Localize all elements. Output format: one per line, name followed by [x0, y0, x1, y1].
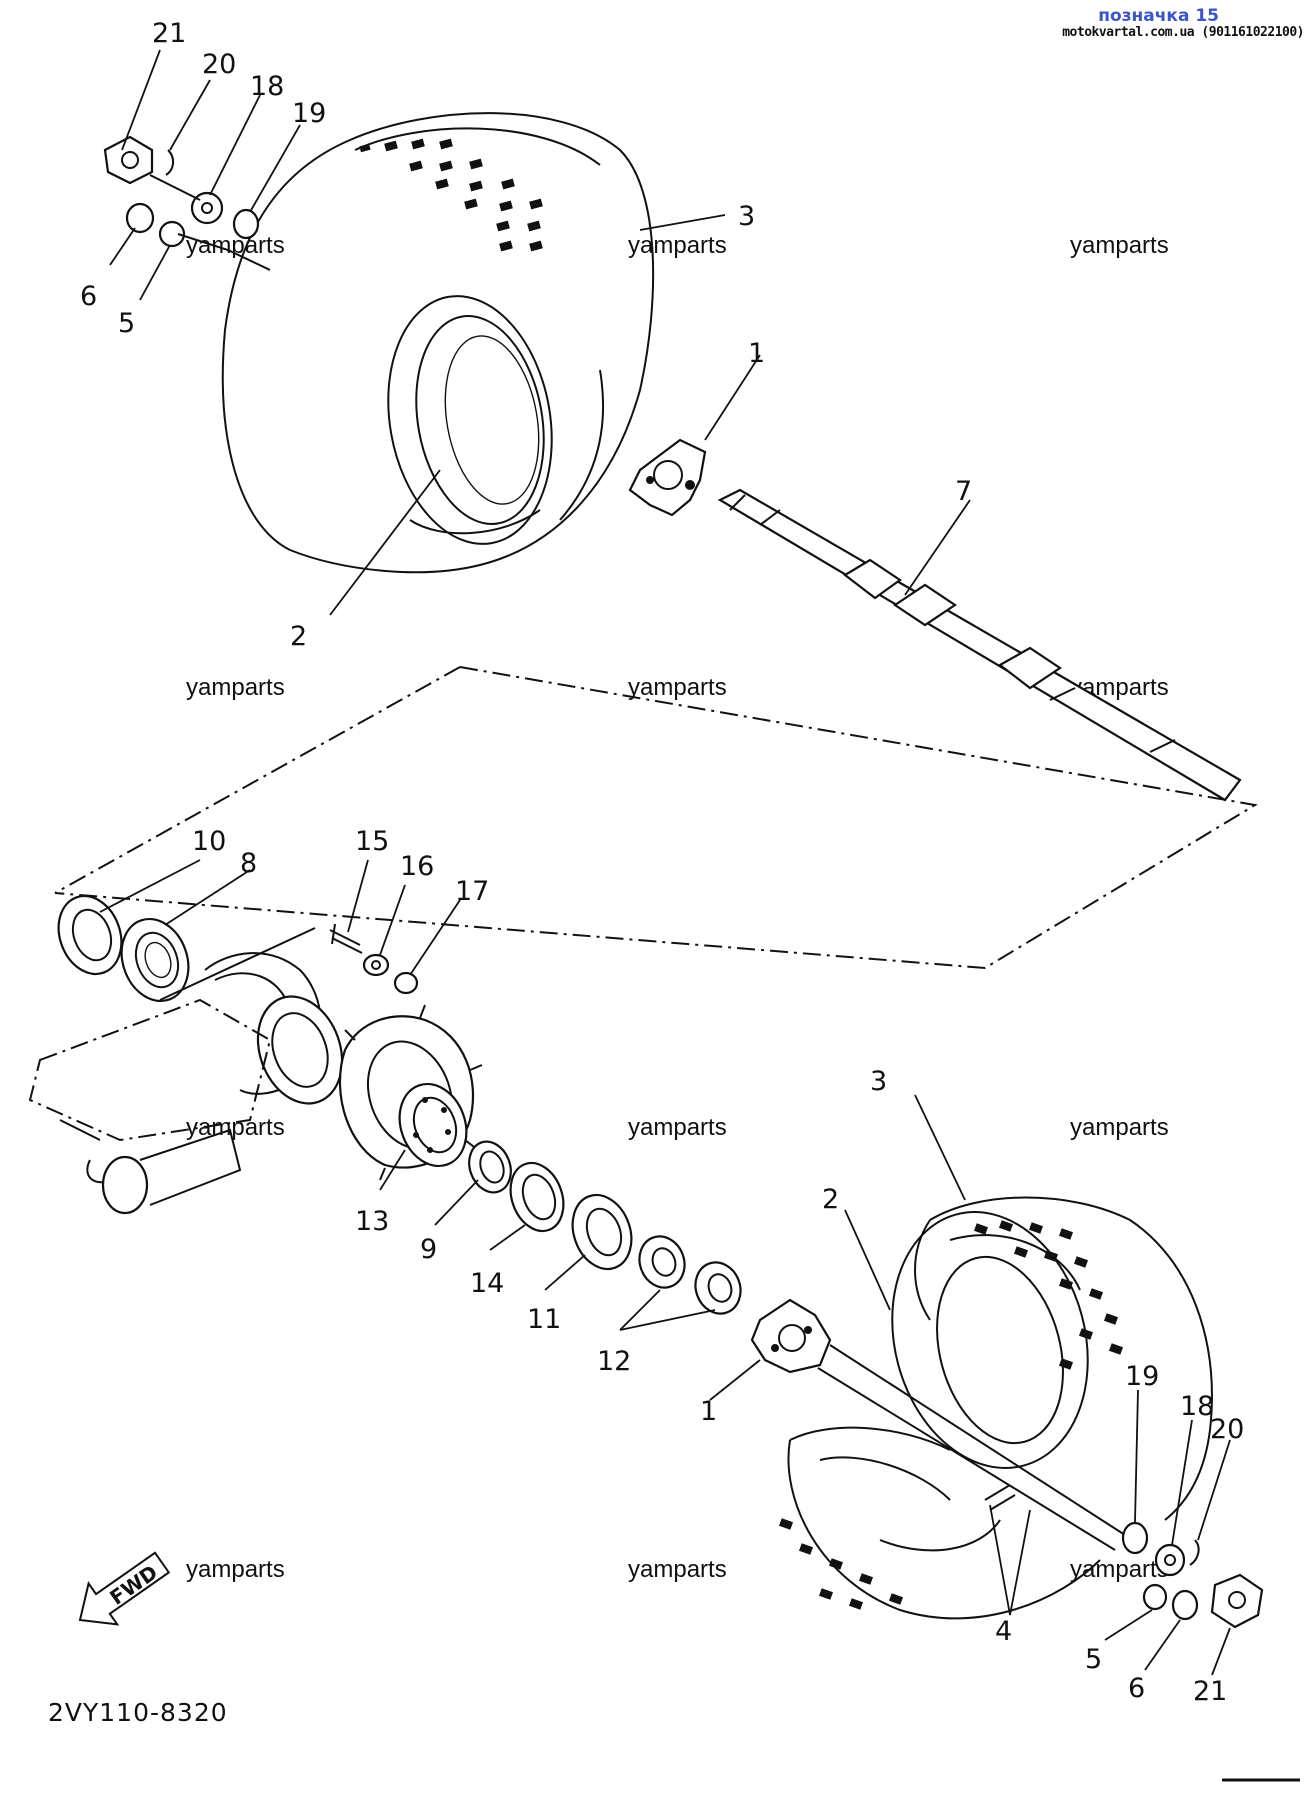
callout: 11: [527, 1304, 561, 1335]
callout: 10: [192, 826, 226, 857]
callout: 9: [420, 1234, 437, 1265]
callout: 20: [202, 49, 236, 80]
callout: 7: [955, 476, 972, 507]
callout: 6: [1128, 1673, 1145, 1704]
callout: 1: [748, 338, 765, 369]
callout: 20: [1210, 1414, 1244, 1445]
callout: 4: [995, 1616, 1012, 1647]
watermark: yamparts: [628, 1556, 727, 1583]
forward-arrow-icon: FWD: [78, 1551, 171, 1626]
callout: 19: [292, 98, 326, 129]
callout: 14: [470, 1268, 504, 1299]
callout: 5: [1085, 1644, 1102, 1675]
callout: 6: [80, 281, 97, 312]
callout: 18: [1180, 1391, 1214, 1422]
callout: 1: [700, 1396, 717, 1427]
upper-fasteners: [103, 135, 271, 271]
callout: 3: [738, 201, 755, 232]
lock-nuts-12: [638, 1235, 742, 1315]
watermark: yamparts: [1070, 1556, 1169, 1583]
source-caption: motokvartal.com.ua (901161022100): [1062, 25, 1304, 40]
watermark: yamparts: [628, 232, 727, 259]
upper-tire: [221, 112, 655, 574]
lower-hub: [750, 1298, 1126, 1551]
lower-tire: [778, 1196, 1213, 1620]
oil-seal-10: [57, 894, 123, 976]
page-title: позначка 15: [1098, 6, 1219, 26]
stud-washer-nut: [329, 923, 419, 995]
bearing-14: [509, 1161, 565, 1233]
watermark: yamparts: [186, 1556, 285, 1583]
upper-hub: [628, 438, 707, 517]
callout: 17: [455, 876, 489, 907]
callout: 13: [355, 1206, 389, 1237]
sprocket-hub-13: [338, 1004, 483, 1181]
watermark: yamparts: [186, 674, 285, 701]
callout: 18: [250, 71, 284, 102]
callout: 21: [1193, 1676, 1227, 1707]
callout: 2: [822, 1184, 839, 1215]
lower-fasteners: [1121, 1521, 1264, 1629]
spacer-9: [468, 1140, 512, 1194]
callout-labels: 21 20 18 19 6 5 3 1 2 7 10 8 15 16 17 13…: [80, 18, 1244, 1707]
diagram-code: 2VY110-8320: [48, 1698, 228, 1727]
callout: 5: [118, 308, 135, 339]
callout: 12: [597, 1346, 631, 1377]
watermark: yamparts: [628, 1114, 727, 1141]
axle-housing: [28, 927, 344, 1215]
callout: 8: [240, 848, 257, 879]
watermark: yamparts: [1070, 1114, 1169, 1141]
callout: 2: [290, 621, 307, 652]
leader-lines: [99, 49, 1231, 1676]
watermark: yamparts: [628, 674, 727, 701]
callout: 21: [152, 18, 186, 49]
watermark: yamparts: [1070, 232, 1169, 259]
callout: 19: [1125, 1361, 1159, 1392]
watermark: yamparts: [186, 1114, 285, 1141]
assembly-frame: [54, 666, 1258, 970]
callout: 16: [400, 851, 434, 882]
callout: 3: [870, 1066, 887, 1097]
bearing-8: [120, 917, 190, 1003]
rear-axle: [717, 488, 1242, 802]
callout: 15: [355, 826, 389, 857]
oil-seal-11: [571, 1193, 633, 1271]
